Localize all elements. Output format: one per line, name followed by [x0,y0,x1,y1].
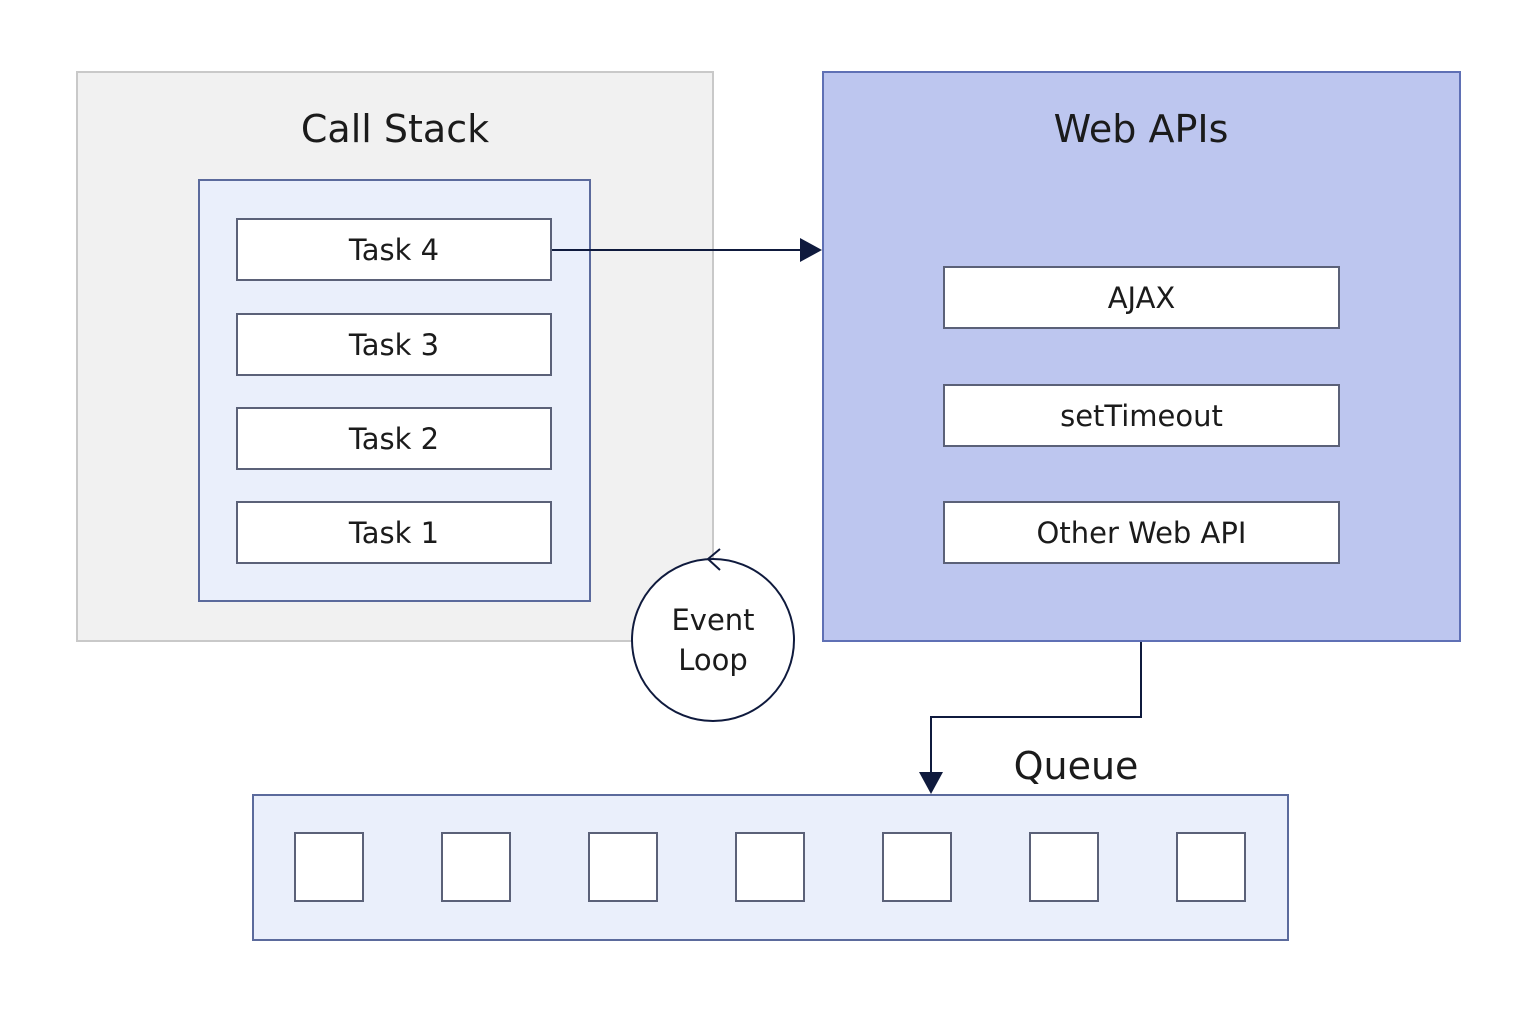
queue-slot [735,832,805,902]
queue-slot [1029,832,1099,902]
event-loop-label-line1: Event [671,603,755,637]
web-api-settimeout: setTimeout [943,384,1340,447]
queue-slot [588,832,658,902]
web-apis-panel [822,71,1461,642]
queue-title: Queue [1013,744,1139,788]
event-loop-label: Event Loop [632,600,794,680]
stack-task-2: Task 2 [236,407,552,470]
queue-slot [294,832,364,902]
webapi-to-queue-arrowhead [919,772,943,794]
web-api-ajax: AJAX [943,266,1340,329]
stack-task-3: Task 3 [236,313,552,376]
queue-slot [1176,832,1246,902]
event-loop-label-line2: Loop [678,643,748,677]
call-stack-title: Call Stack [300,107,490,151]
web-api-other: Other Web API [943,501,1340,564]
queue-slot [882,832,952,902]
web-apis-title: Web APIs [1053,107,1229,151]
stack-task-4: Task 4 [236,218,552,281]
queue-slot [441,832,511,902]
stack-to-webapi-arrowhead [800,238,822,262]
stack-task-1: Task 1 [236,501,552,564]
